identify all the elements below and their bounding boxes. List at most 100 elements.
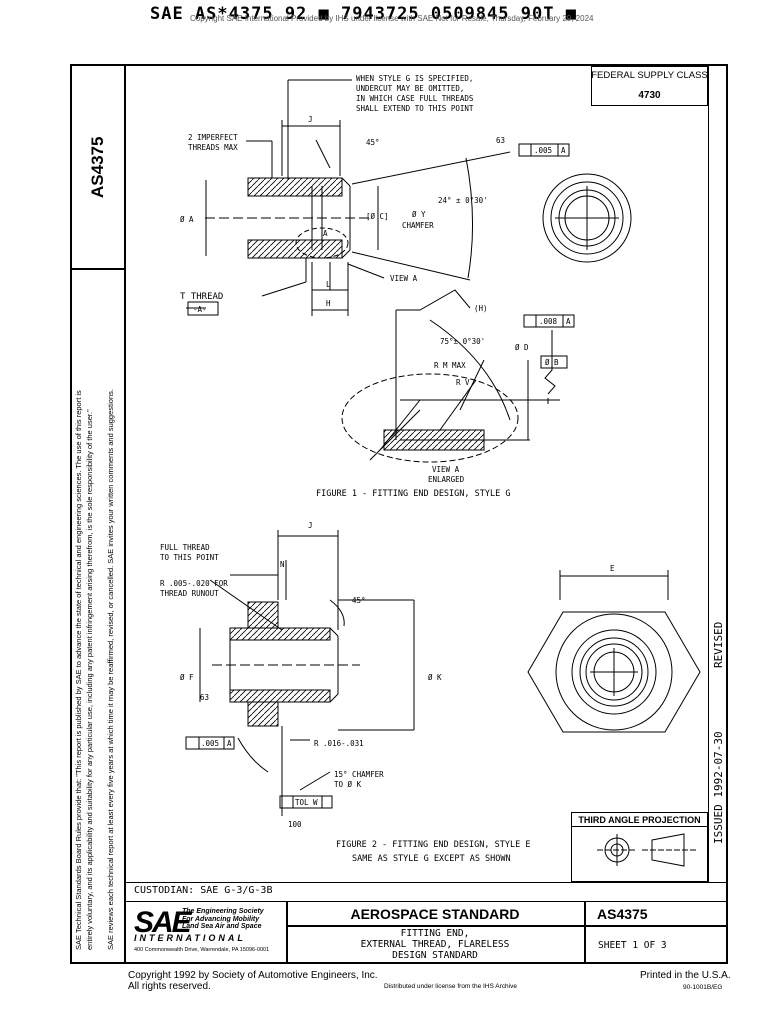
fig1-j-label: J <box>308 115 313 124</box>
federal-supply-box <box>591 66 708 106</box>
projection-label: THIRD ANGLE PROJECTION <box>571 814 708 827</box>
sae-international: INTERNATIONAL <box>134 933 246 943</box>
fig2-finish63: 63 <box>200 693 209 702</box>
sheet-number: SHEET 1 OF 3 <box>598 940 667 951</box>
subject-line-1: FITTING END, <box>400 928 470 939</box>
copyright: Copyright 1992 by Society of Automotive … <box>128 970 378 992</box>
fig1-h-paren: (H) <box>474 304 488 313</box>
fig1-t-thread: T THREAD <box>180 292 223 302</box>
federal-supply-value: 4730 <box>638 90 661 101</box>
drawing-area: WHEN STYLE G IS SPECIFIED, UNDERCUT MAY … <box>160 74 701 867</box>
document-stamp: SAE AS*4375 92 ■ 7943725 0509845 90T ■ <box>150 4 577 24</box>
subject-line-2: EXTERNAL THREAD, FLARELESS <box>360 939 510 950</box>
custodian-row <box>126 882 728 902</box>
issued-date: ISSUED 1992-07-30 <box>712 731 725 844</box>
fig1-angle45: 45° <box>366 138 380 147</box>
projection-box <box>571 812 708 882</box>
fig1-dia-d: Ø D <box>515 343 529 352</box>
fig2-angle45: 45° <box>352 596 366 605</box>
fig2-finish100: 100 <box>288 820 302 829</box>
fig1-note-style-g-3: IN WHICH CASE FULL THREADS <box>356 94 474 103</box>
fig1-imperfect-1: 2 IMPERFECT <box>188 133 238 142</box>
fig1-datum-b: Ø B <box>545 358 559 367</box>
sae-logo: SAE <box>134 906 192 939</box>
fig2-e-label: E <box>610 564 615 573</box>
federal-supply-label: FEDERAL SUPPLY CLASS <box>591 70 708 81</box>
fig2-n-label: N <box>280 560 285 569</box>
fig1-runout-d-datum: A <box>566 317 571 326</box>
doc-number-vertical: AS4375 <box>88 136 107 198</box>
document-subject: FITTING END, EXTERNAL THREAD, FLARELESS … <box>286 928 584 961</box>
printed-in: Printed in the U.S.A. <box>640 970 731 981</box>
fig2-chamfer15-2: TO Ø K <box>334 780 362 789</box>
drawing-frame <box>70 64 728 964</box>
revised-label: REVISED <box>712 621 725 668</box>
sae-tagline-3: Land Sea Air and Space <box>182 923 262 930</box>
fig1-dia-a: Ø A <box>180 215 194 224</box>
fig1-note-style-g-4: SHALL EXTEND TO THIS POINT <box>356 104 474 113</box>
fig2-r-runout-2: THREAD RUNOUT <box>160 589 219 598</box>
fig1-r-v: R V <box>456 378 470 387</box>
title-block-divider <box>584 902 586 964</box>
fig1-enlarged: ENLARGED <box>428 475 465 484</box>
view-a-enlarged <box>341 289 560 463</box>
rules-text-line-3: SAE reviews each technical report at lea… <box>106 389 115 950</box>
distribution-note: Distributed under license from the IHS A… <box>384 983 517 990</box>
sae-tagline-1: The Engineering Society <box>182 908 264 915</box>
fig2-r-runout-1: R .005-.020 FOR <box>160 579 228 588</box>
figure2-section-view <box>199 530 415 816</box>
fig1-imperfect-2: THREADS MAX <box>188 143 238 152</box>
fig2-runout-datum: A <box>227 739 232 748</box>
fig1-r-m-max: R M MAX <box>434 361 466 370</box>
fig2-dia-f: Ø F <box>180 673 194 682</box>
copyright-line-1: Copyright 1992 by Society of Automotive … <box>128 970 378 981</box>
fig1-runout-value: .005 <box>534 146 552 155</box>
fig2-tol-w: TOL W <box>295 798 318 807</box>
fig2-full-thread-2: TO THIS POINT <box>160 553 219 562</box>
fig2-r-016: R .016-.031 <box>314 739 364 748</box>
rules-text-line-2: entirely voluntary, and its applicabilit… <box>85 409 94 950</box>
projection-symbol <box>597 833 696 867</box>
form-number: 90-1001B/EG <box>683 984 723 991</box>
fig1-dia-c: [Ø C] <box>366 212 389 221</box>
sae-tagline: The Engineering Society For Advancing Mo… <box>182 908 264 931</box>
fig1-note-style-g-2: UNDERCUT MAY BE OMITTED, <box>356 84 464 93</box>
sae-address: 400 Commonwealth Drive, Warrendale, PA 1… <box>134 947 270 953</box>
fig1-dia-y: Ø Y <box>412 210 426 219</box>
fig1-datum-a: -A- <box>193 305 207 314</box>
fig1-h-label: H <box>326 299 331 308</box>
fig2-chamfer15-1: 15° CHAMFER <box>334 770 384 779</box>
fig1-view-a-enl: VIEW A <box>432 465 460 474</box>
figure2-hex-view <box>527 570 701 733</box>
sae-tagline-2: For Advancing Mobility <box>182 915 260 923</box>
fig1-a-mark: A <box>323 229 328 238</box>
fig1-chamfer: CHAMFER <box>402 221 434 230</box>
right-status-column <box>708 66 728 882</box>
fig1-runout-datum: A <box>561 146 566 155</box>
title-block-divider <box>286 902 288 964</box>
subject-line-3: DESIGN STANDARD <box>392 950 478 961</box>
fig2-runout: .005 <box>201 739 219 748</box>
fig2-j-label: J <box>308 521 313 530</box>
figure2-caption-2: SAME AS STYLE G EXCEPT AS SHOWN <box>352 854 511 864</box>
fig1-finish63: 63 <box>496 136 505 145</box>
fig2-full-thread-1: FULL THREAD <box>160 543 210 552</box>
fig2-dia-k: Ø K <box>428 673 442 682</box>
fig1-l-label: L <box>326 280 331 289</box>
fig1-angle75: 75°± 0°30' <box>440 337 485 346</box>
figure1-caption: FIGURE 1 - FITTING END DESIGN, STYLE G <box>316 489 510 499</box>
standard-type: AEROSPACE STANDARD <box>350 906 520 922</box>
copyright-line-2: All rights reserved. <box>128 981 211 992</box>
figure1-end-view <box>542 173 632 263</box>
title-doc-number: AS4375 <box>597 906 648 922</box>
rules-text-line-1: SAE Technical Standards Board Rules prov… <box>74 390 83 950</box>
figure1-section-view <box>186 79 511 316</box>
fig1-runout-d: .008 <box>539 317 558 326</box>
figure2-caption: FIGURE 2 - FITTING END DESIGN, STYLE E <box>336 840 530 850</box>
custodian-text: CUSTODIAN: SAE G-3/G-3B <box>134 885 273 896</box>
left-margin-column <box>70 64 126 964</box>
doc-number-box <box>70 64 126 270</box>
title-block-divider <box>286 925 728 927</box>
fig1-view-a: VIEW A <box>390 274 418 283</box>
license-overprint: Copyright SAE International Provided by … <box>190 14 594 23</box>
